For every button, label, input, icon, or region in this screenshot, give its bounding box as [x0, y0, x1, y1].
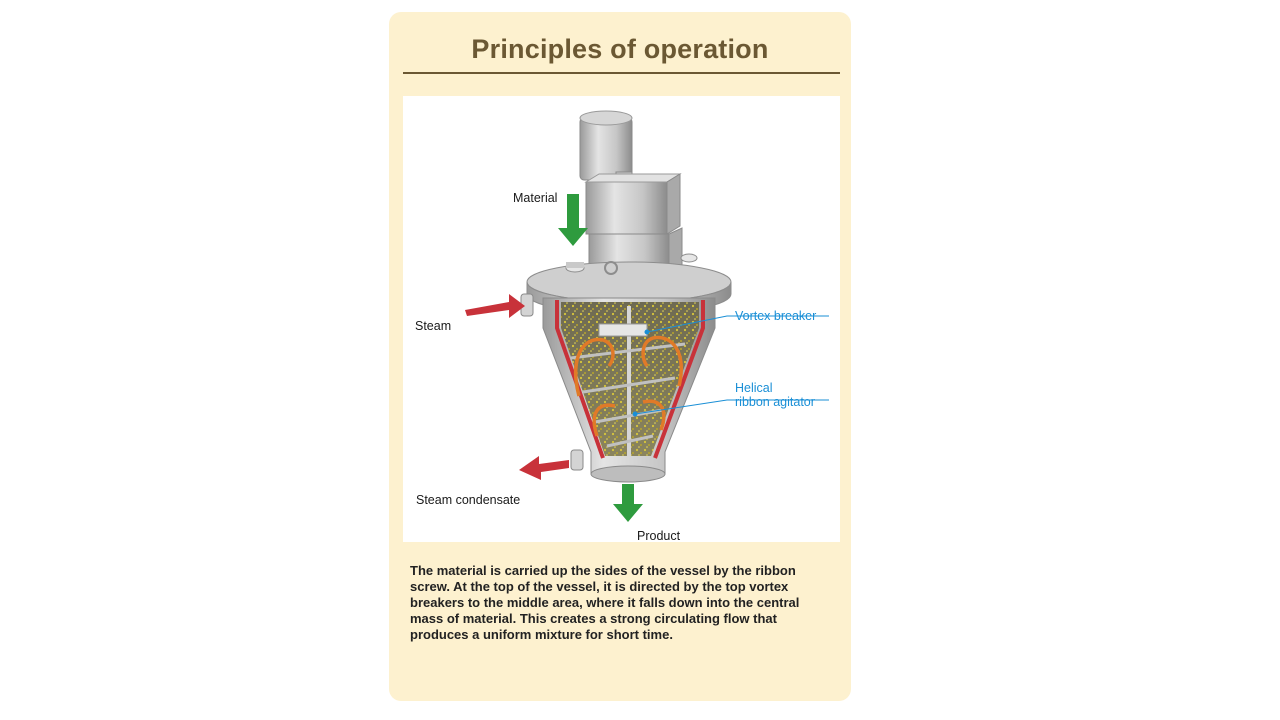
- label-product: Product: [637, 529, 681, 543]
- material-inlet-arrow: [558, 194, 588, 246]
- label-helical-line1: Helical: [735, 381, 773, 395]
- motor-icon: [579, 110, 633, 189]
- mixer-diagram: Material Steam Steam condensate Product …: [403, 96, 840, 543]
- title-divider: [403, 72, 840, 74]
- product-outlet-arrow: [613, 484, 643, 522]
- gearbox-icon: [584, 173, 683, 275]
- circulation-flow-arrows: [573, 335, 683, 437]
- page-title: Principles of operation: [471, 34, 769, 64]
- operation-description: The material is carried up the sides of …: [410, 563, 800, 642]
- helical-ribbon-agitator: [570, 306, 686, 456]
- steam-inlet-arrow: [465, 294, 525, 318]
- mixer-illustration: [465, 110, 829, 522]
- label-steam: Steam: [415, 319, 452, 333]
- callout-lines: [632, 315, 829, 417]
- label-material: Material: [513, 191, 558, 205]
- label-helical-line2: ribbon agitator: [735, 395, 815, 409]
- label-vortex-breaker: Vortex breaker: [735, 309, 817, 323]
- steam-condensate-arrow: [519, 456, 569, 480]
- vortex-breaker-plate: [598, 323, 648, 337]
- label-steam-condensate: Steam condensate: [416, 493, 521, 507]
- operation-card: Principles of operation: [389, 12, 851, 701]
